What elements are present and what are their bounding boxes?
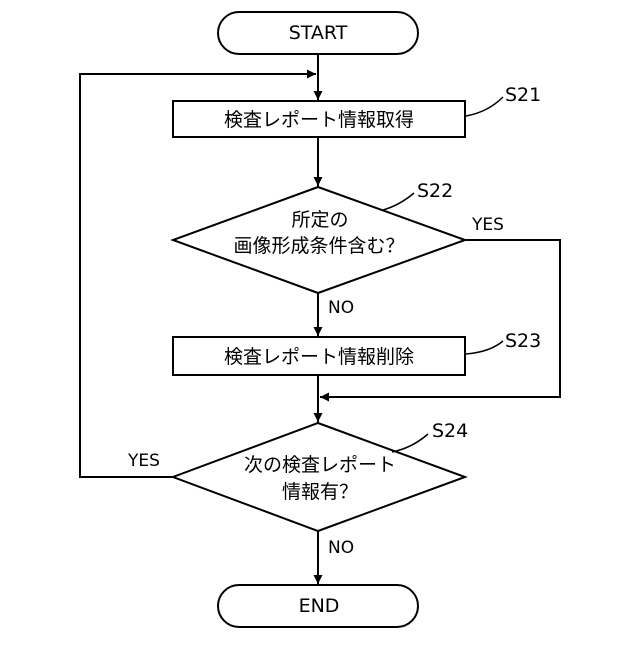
- process-s21-label: 検査レポート情報取得: [224, 109, 414, 131]
- decision-s24-label-line2: 情報有？: [282, 481, 358, 503]
- step-s22-label: S22: [417, 180, 453, 202]
- start-label: START: [289, 22, 348, 44]
- step-s21-leader: [466, 97, 503, 116]
- edge-s24-yes-label: YES: [127, 451, 160, 471]
- decision-s24-label-line1: 次の検査レポート: [244, 454, 396, 476]
- end-label: END: [299, 595, 340, 617]
- step-s22-leader: [383, 193, 414, 210]
- decision-s22-label-line1: 所定の: [291, 209, 348, 231]
- step-s23-label: S23: [505, 330, 541, 352]
- decision-s22-label-line2: 画像形成条件含む？: [233, 235, 404, 257]
- step-s24-label: S24: [432, 420, 468, 442]
- step-s23-leader: [466, 341, 503, 354]
- edge-s24-no-label: NO: [328, 538, 354, 558]
- step-s24-leader: [392, 434, 428, 452]
- edge-s22-yes-label: YES: [471, 215, 504, 235]
- step-s21-label: S21: [505, 84, 541, 106]
- process-s23-label: 検査レポート情報削除: [224, 346, 414, 368]
- edge-s22-no-label: NO: [328, 298, 354, 318]
